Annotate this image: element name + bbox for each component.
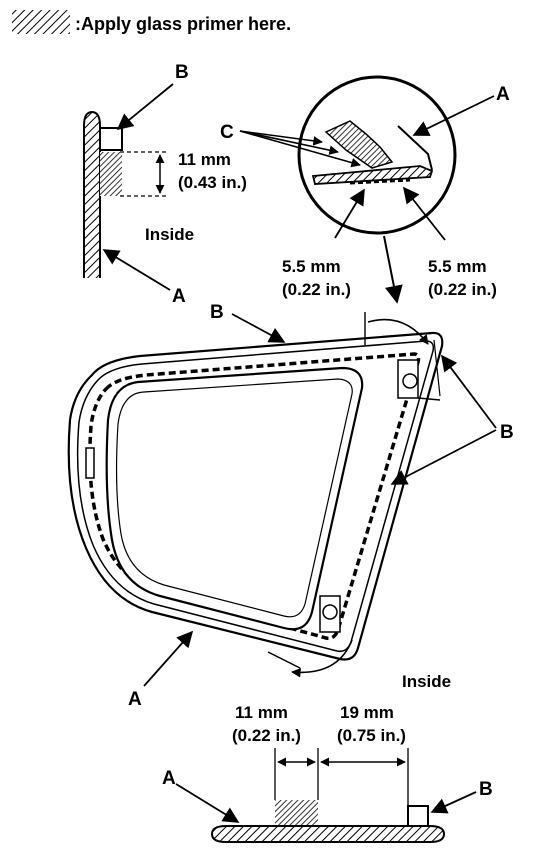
quarter-glass: B B A Inside	[67, 302, 514, 710]
arrow-b-main-right-1	[441, 354, 497, 429]
legend-text: :Apply glass primer here.	[75, 14, 291, 34]
label-b-main-right: B	[500, 422, 514, 443]
arrow-c-1	[239, 130, 323, 146]
label-b-main-top: B	[210, 302, 224, 323]
arrow-c-3	[239, 130, 361, 168]
arrow-a-bottom	[175, 783, 240, 823]
inside-label-bottom: Inside	[402, 672, 451, 691]
dim-top-left-mm: 11 mm	[178, 150, 231, 169]
curved-arrow-bottom	[291, 639, 353, 678]
dim-bottom-right-in: (0.75 in.)	[337, 726, 406, 745]
dim-circle-right-mm: 5.5 mm	[428, 257, 487, 276]
label-b-bottom: B	[479, 779, 493, 800]
primer-dashed-line	[88, 352, 421, 641]
tab-left	[85, 447, 95, 479]
dim-circle-left-mm: 5.5 mm	[282, 257, 341, 276]
dim-circle-left-in: (0.22 in.)	[282, 280, 351, 299]
dim-circle-right-in: (0.22 in.)	[428, 280, 497, 299]
arrow-b-top-left	[116, 83, 174, 131]
molding-b-top-left	[99, 127, 123, 151]
glass-section-bottom	[210, 825, 446, 843]
arrow-5-5-right	[402, 186, 446, 241]
primer-area-top-left	[100, 152, 122, 196]
curved-arrow-top	[367, 318, 429, 345]
arrow-5-5-left	[334, 188, 365, 239]
arrow-a-detail	[412, 95, 495, 136]
molding-b-bottom	[407, 805, 429, 827]
arrow-b-main-right-2	[390, 429, 497, 485]
primer-area-bottom	[275, 800, 318, 826]
dim-bottom-left-in: (0.22 in.)	[232, 726, 301, 745]
label-a-bottom: A	[162, 768, 176, 789]
legend: :Apply glass primer here.	[12, 10, 291, 34]
arrow-b-bottom	[430, 791, 477, 814]
dim-bottom-right-mm: 19 mm	[340, 703, 394, 722]
inside-label-top: Inside	[145, 225, 194, 244]
primer-wedge	[324, 120, 394, 169]
molding-a-detail	[397, 125, 433, 171]
label-a-main: A	[128, 689, 142, 710]
dim-bottom-left-mm: 11 mm	[235, 703, 288, 722]
arrow-detail-to-glass	[383, 235, 403, 304]
clip-upper-pin	[402, 373, 418, 389]
magnified-detail: C A 5.5 mm (0.22 in.) 5.5 mm (0.22 in.)	[220, 75, 510, 304]
label-c: C	[220, 122, 234, 143]
bottom-section: 11 mm (0.22 in.) 19 mm (0.75 in.) A B	[162, 703, 493, 843]
dim-top-left-in: (0.43 in.)	[178, 173, 247, 192]
clip-lower-pin	[322, 604, 338, 620]
arrow-b-main-top	[231, 313, 286, 343]
top-left-section: 11 mm (0.43 in.) Inside B A	[83, 62, 247, 307]
arrow-a-top-left	[102, 249, 171, 291]
label-b-top-left: B	[175, 62, 189, 83]
glass-section-left	[83, 110, 101, 278]
window-opening	[105, 366, 364, 631]
label-a-top-left: A	[172, 286, 186, 307]
arrow-c-2	[239, 130, 339, 155]
glass-sheet-detail	[311, 165, 434, 185]
arrow-a-main	[143, 630, 194, 687]
label-a-detail: A	[496, 84, 510, 105]
hatched-square-icon	[12, 10, 70, 34]
